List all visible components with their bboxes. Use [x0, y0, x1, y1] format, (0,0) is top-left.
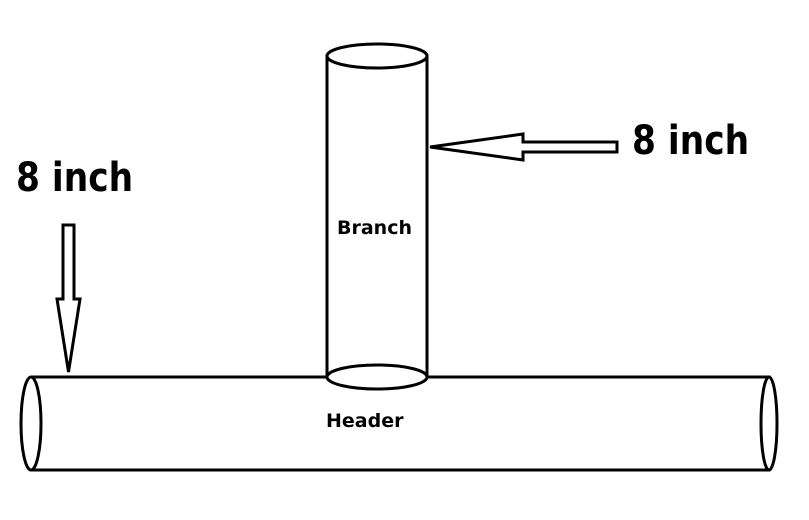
header-pipe-left-end — [19, 375, 43, 472]
header-pipe-right-end — [759, 375, 779, 472]
left-arrow — [429, 132, 619, 162]
branch-pipe-top-end — [325, 42, 429, 70]
right-dimension-label: 8 inch — [632, 118, 750, 164]
header-label: Header — [326, 410, 404, 432]
branch-pipe-bottom-end — [325, 363, 429, 391]
left-dimension-label: 8 inch — [16, 155, 134, 201]
down-arrow — [55, 223, 82, 373]
branch-label: Branch — [337, 217, 412, 239]
branch-pipe-body — [325, 54, 429, 379]
